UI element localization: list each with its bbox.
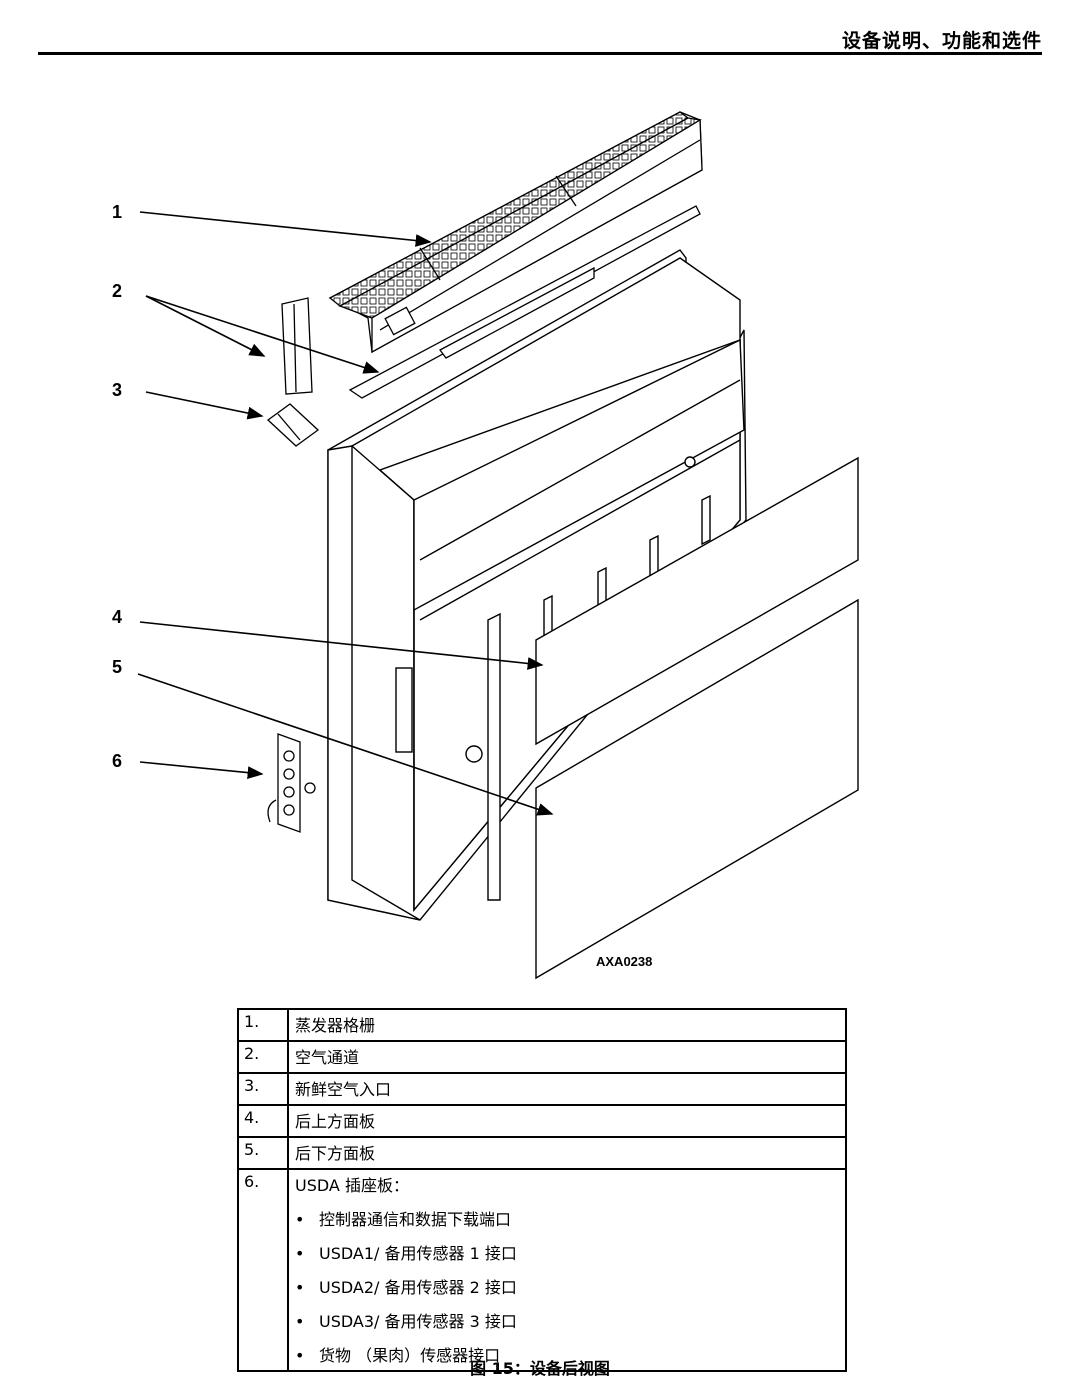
legend-text: 后下方面板 [287,1136,847,1170]
list-item: • USDA3/ 备用传感器 3 接口 [295,1308,840,1332]
list-item: • USDA1/ 备用传感器 1 接口 [295,1240,840,1264]
list-item: • 控制器通信和数据下载端口 [295,1206,840,1230]
callout-4: 4 [112,607,122,627]
rear-view-drawing: 1 2 3 4 5 6 AXA0238 [112,111,859,980]
list-item-text: 货物 （果肉）传感器接口 [319,1346,501,1365]
receptacle-list: • 控制器通信和数据下载端口 • USDA1/ 备用传感器 1 接口 • USDA2/… [295,1206,840,1366]
list-item-text: USDA3/ 备用传感器 3 接口 [319,1312,517,1331]
figure-code: AXA0238 [596,954,652,969]
legend-number: 5. [237,1136,289,1170]
callout-2: 2 [112,281,122,301]
figure-caption: 图 15：设备后视图 [470,1359,610,1378]
usda-receptacle-plate [267,733,316,833]
legend-number: 6. [237,1168,289,1372]
callout-6: 6 [112,751,122,771]
header-rule [38,52,1042,55]
bullet: • [295,1244,305,1263]
unit-frame [327,249,747,921]
bullet: • [295,1312,305,1331]
evaporator-grille [328,111,703,354]
bullet: • [295,1346,305,1365]
section-title: 设备说明、功能和选件 [841,30,1042,52]
legend-row: 5. 后下方面板 [237,1136,847,1170]
legend-row: 3. 新鲜空气入口 [237,1072,847,1106]
legend-number: 3. [237,1072,289,1106]
legend-number: 4. [237,1104,289,1138]
list-item-text: USDA2/ 备用传感器 2 接口 [319,1278,517,1297]
air-channel [266,205,701,447]
lower-rear-panel [535,598,859,980]
legend-number: 2. [237,1040,289,1074]
legend-number: 1. [237,1008,289,1042]
legend-row: 6. USDA 插座板： • 控制器通信和数据下载端口 • USDA1/ 备用传感器… [237,1168,847,1372]
legend-text: 后上方面板 [287,1104,847,1138]
callout-1: 1 [112,202,122,222]
bullet: • [295,1210,305,1229]
upper-rear-panel [535,456,859,746]
legend-text: 空气通道 [287,1040,847,1074]
leader-arrows [137,211,554,816]
legend-row: 4. 后上方面板 [237,1104,847,1138]
legend-row: 2. 空气通道 [237,1040,847,1074]
legend-text: USDA 插座板： [295,1176,409,1195]
legend-text: 蒸发器格栅 [287,1008,847,1042]
legend-text: 新鲜空气入口 [287,1072,847,1106]
list-item-text: USDA1/ 备用传感器 1 接口 [319,1244,517,1263]
list-item: • 货物 （果肉）传感器接口 [295,1342,840,1366]
list-item-text: 控制器通信和数据下载端口 [319,1210,512,1229]
callout-5: 5 [112,657,122,677]
legend-table: 1. 蒸发器格栅 2. 空气通道 3. 新鲜空气入口 4. 后上方面板 5. 后… [237,1008,847,1372]
bullet: • [295,1278,305,1297]
callout-3: 3 [112,380,122,400]
legend-row: 1. 蒸发器格栅 [237,1008,847,1042]
list-item: • USDA2/ 备用传感器 2 接口 [295,1274,840,1298]
